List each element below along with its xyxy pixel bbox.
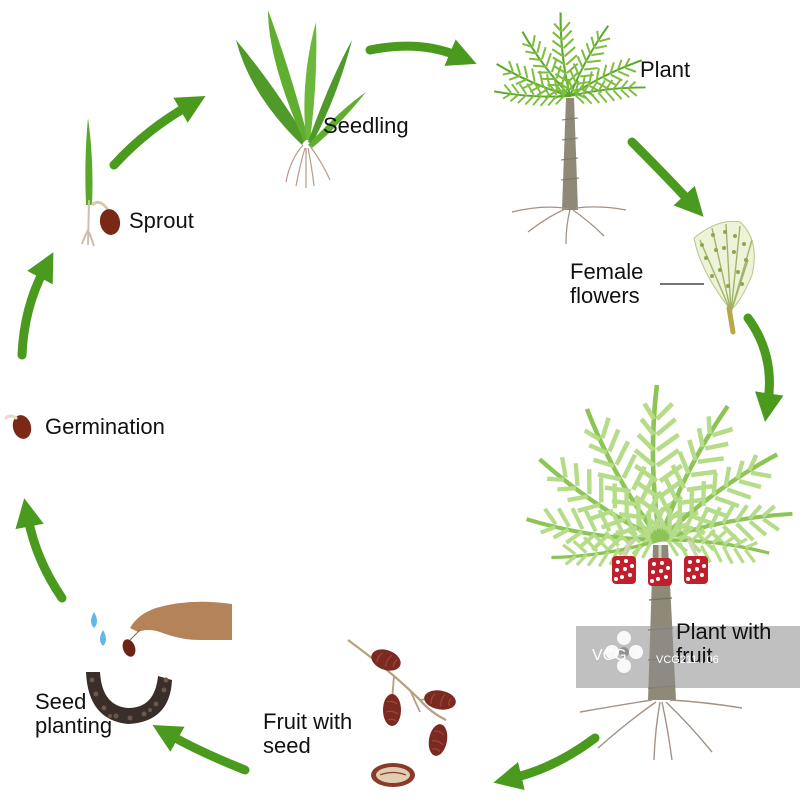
arrow-plant-to-female-flowers <box>627 137 704 217</box>
watermark-bar <box>576 626 800 688</box>
label-plant-with-fruit: Plant with fruit <box>676 619 772 668</box>
fruit-with-seed-illustration <box>347 639 459 787</box>
label-seed-planting: Seed planting <box>35 689 113 738</box>
germination-seed-illustration <box>4 414 32 439</box>
arrow-fruit-to-seed-planting <box>152 725 250 775</box>
arrow-flowers-to-fruit-plant <box>743 313 784 422</box>
hand-icon <box>130 601 232 640</box>
seed-planting-illustration <box>86 601 232 724</box>
female-flowers-illustration <box>660 220 755 335</box>
label-seedling: Seedling <box>323 113 409 138</box>
sprout-illustration <box>81 118 121 247</box>
water-drops-icon <box>91 612 106 646</box>
label-female-flowers: Female flowers <box>570 259 644 308</box>
arrow-fruit-plant-to-fruit <box>493 733 600 791</box>
seedling-illustration <box>236 10 366 188</box>
label-sprout: Sprout <box>129 208 194 233</box>
arrow-germination-to-sprout <box>17 252 54 360</box>
watermark-logo-text: VCG <box>592 647 627 664</box>
arrow-seed-planting-to-germination <box>15 498 67 603</box>
cycle-arrows <box>15 39 784 791</box>
arrow-sprout-to-seedling <box>109 95 206 170</box>
watermark-id-text: VCG211...06 <box>656 654 719 666</box>
label-fruit-with-seed: Fruit with seed <box>263 709 353 758</box>
plant-with-fruit-illustration <box>523 385 796 761</box>
watermark-logo-icon <box>605 631 643 673</box>
arrow-seedling-to-plant <box>365 39 477 66</box>
plant-illustration <box>491 10 648 245</box>
label-germination: Germination <box>45 414 165 439</box>
label-plant: Plant <box>640 57 691 82</box>
